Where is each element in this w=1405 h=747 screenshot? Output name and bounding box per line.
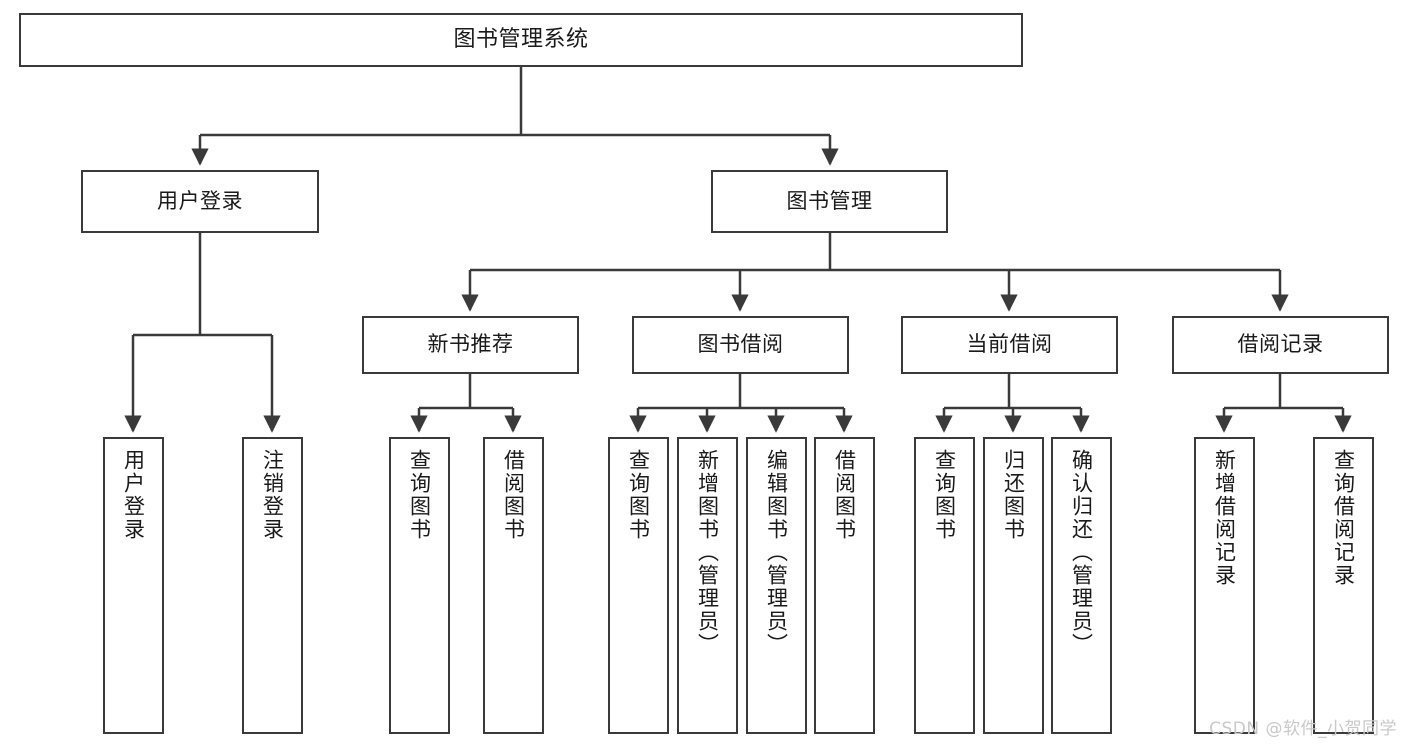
node-leaf-logout[interactable]: 注销登录 xyxy=(242,437,303,734)
node-book-borrow[interactable]: 图书借阅 xyxy=(632,316,849,374)
node-leaf-confirm-return[interactable]: 确认归还（管理员） xyxy=(1051,437,1112,734)
node-user-login-label: 用户登录 xyxy=(157,188,243,213)
node-leaf-edit-book-label: 编辑图书（管理员） xyxy=(764,449,789,656)
node-leaf-query-book-cur[interactable]: 查询图书 xyxy=(914,437,975,734)
node-leaf-borrow-book[interactable]: 借阅图书 xyxy=(814,437,875,734)
node-leaf-borrow-book-rec-label: 借阅图书 xyxy=(501,449,526,541)
node-leaf-edit-book[interactable]: 编辑图书（管理员） xyxy=(746,437,807,734)
node-leaf-return-book-label: 归还图书 xyxy=(1001,449,1026,541)
node-leaf-add-record[interactable]: 新增借阅记录 xyxy=(1194,437,1255,734)
watermark: CSDN @软件_小贺同学 xyxy=(1209,719,1397,739)
node-root-label: 图书管理系统 xyxy=(453,26,589,52)
node-leaf-logout-label: 注销登录 xyxy=(260,449,285,541)
node-new-book-recommend[interactable]: 新书推荐 xyxy=(362,316,579,374)
node-book-borrow-label: 图书借阅 xyxy=(697,332,784,357)
node-leaf-borrow-book-label: 借阅图书 xyxy=(832,449,857,541)
node-leaf-query-book-borrow-label: 查询图书 xyxy=(626,449,651,541)
node-book-manage-label: 图书管理 xyxy=(786,188,873,213)
node-leaf-query-record[interactable]: 查询借阅记录 xyxy=(1313,437,1374,734)
node-leaf-return-book[interactable]: 归还图书 xyxy=(983,437,1044,734)
node-borrow-record[interactable]: 借阅记录 xyxy=(1172,316,1389,374)
node-leaf-user-login[interactable]: 用户登录 xyxy=(103,437,164,734)
node-leaf-confirm-return-label: 确认归还（管理员） xyxy=(1069,449,1094,656)
node-leaf-query-record-label: 查询借阅记录 xyxy=(1331,449,1356,587)
node-leaf-query-book-rec-label: 查询图书 xyxy=(407,449,432,541)
node-new-book-recommend-label: 新书推荐 xyxy=(427,332,514,357)
node-current-borrow-label: 当前借阅 xyxy=(966,332,1053,357)
node-book-manage[interactable]: 图书管理 xyxy=(711,170,948,233)
node-leaf-query-book-cur-label: 查询图书 xyxy=(932,449,957,541)
node-borrow-record-label: 借阅记录 xyxy=(1237,332,1324,357)
node-leaf-query-book-rec[interactable]: 查询图书 xyxy=(389,437,450,734)
node-leaf-user-login-label: 用户登录 xyxy=(121,449,146,541)
node-current-borrow[interactable]: 当前借阅 xyxy=(901,316,1118,374)
node-user-login[interactable]: 用户登录 xyxy=(81,170,319,233)
node-leaf-query-book-borrow[interactable]: 查询图书 xyxy=(608,437,669,734)
node-root[interactable]: 图书管理系统 xyxy=(19,13,1023,67)
node-leaf-add-book-label: 新增图书（管理员） xyxy=(695,449,720,656)
node-leaf-add-record-label: 新增借阅记录 xyxy=(1212,449,1237,587)
node-leaf-borrow-book-rec[interactable]: 借阅图书 xyxy=(483,437,544,734)
node-leaf-add-book[interactable]: 新增图书（管理员） xyxy=(677,437,738,734)
